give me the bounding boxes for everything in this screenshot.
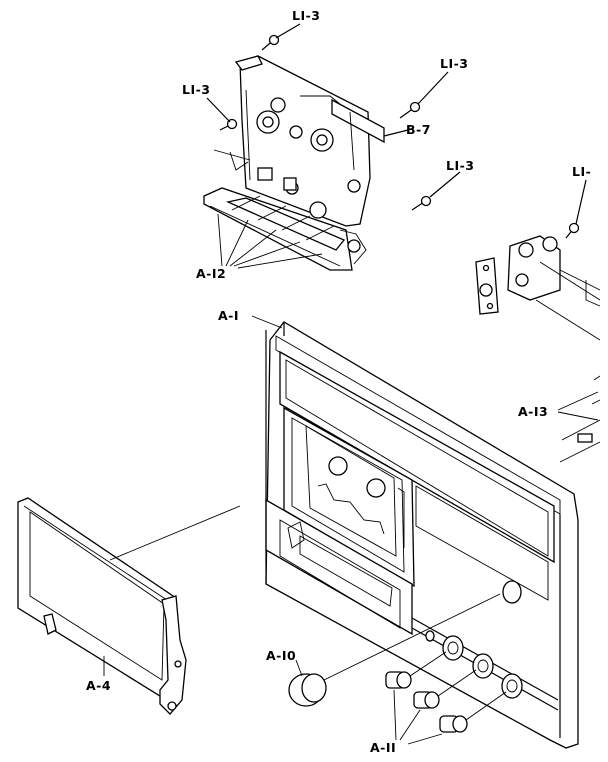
a11-leaders bbox=[393, 689, 443, 745]
knob-small-3 bbox=[439, 691, 507, 733]
label-l1-3-lower: LI-3 bbox=[446, 158, 475, 173]
right-mechanism-fragment bbox=[475, 235, 601, 463]
cassette-door bbox=[17, 497, 241, 715]
screw-right bbox=[399, 71, 449, 119]
knob-large bbox=[288, 593, 501, 707]
knob-small-1 bbox=[385, 651, 447, 689]
label-l1-3-right: LI-3 bbox=[440, 56, 469, 71]
a1-leader bbox=[251, 315, 283, 329]
label-b7: B-7 bbox=[406, 122, 431, 137]
label-l1-partial: LI- bbox=[572, 164, 591, 179]
screw-lower bbox=[411, 171, 461, 211]
screw-left bbox=[206, 97, 238, 131]
knob-small-2 bbox=[413, 669, 477, 709]
label-a4: A-4 bbox=[86, 678, 111, 693]
label-a12: A-I2 bbox=[196, 266, 226, 281]
screw-top bbox=[261, 23, 301, 51]
label-a1: A-I bbox=[218, 308, 239, 323]
label-a11: A-II bbox=[370, 740, 396, 755]
a13-leaders bbox=[557, 391, 599, 421]
a12-leaders bbox=[217, 213, 323, 269]
label-a10: A-I0 bbox=[266, 648, 296, 663]
a10-leader bbox=[295, 659, 303, 677]
label-l1-3-top: LI-3 bbox=[292, 8, 321, 23]
label-a13: A-I3 bbox=[518, 404, 548, 419]
screw-far-right bbox=[565, 179, 587, 239]
label-l1-3-left: LI-3 bbox=[182, 82, 211, 97]
tape-mechanism bbox=[203, 55, 409, 271]
front-panel bbox=[265, 321, 579, 749]
